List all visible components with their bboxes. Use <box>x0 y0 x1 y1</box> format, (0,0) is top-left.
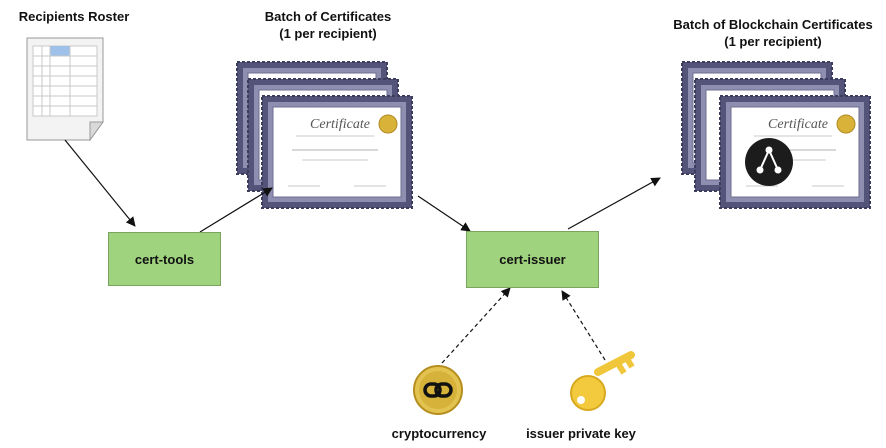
batch-certificates-title: Batch of Certificates <box>264 9 392 24</box>
arrow-tools-to-batch <box>199 187 273 233</box>
chain-link-coin-icon <box>413 365 463 415</box>
arrow-roster-to-tools <box>64 139 136 227</box>
recipients-roster-label: Recipients Roster <box>18 9 130 24</box>
arrow-key-to-issuer <box>561 290 606 361</box>
arrow-batch-to-issuer <box>417 195 471 232</box>
seal-icon <box>378 114 398 134</box>
blockchain-certificate-title: Certificate <box>768 117 828 132</box>
blockchain-certificates-title: Batch of Blockchain Certificates <box>673 17 873 32</box>
cert-issuer-box: cert-issuer <box>466 231 599 288</box>
blockchain-certificate-stack: Certificate <box>681 61 871 209</box>
issuer-private-key-label: issuer private key <box>526 426 636 441</box>
blockchain-certificates-subtitle: (1 per recipient) <box>724 34 822 49</box>
batch-certificates-label: Batch of Certificates (1 per recipient) <box>243 8 413 42</box>
arrow-issuer-to-blockchain <box>567 177 661 230</box>
cert-tools-box: cert-tools <box>108 232 221 286</box>
blockchain-badge-icon <box>745 138 793 186</box>
certificate-title: Certificate <box>310 117 370 132</box>
seal-icon <box>836 114 856 134</box>
blockchain-certificates-label: Batch of Blockchain Certificates (1 per … <box>660 16 886 50</box>
spreadsheet-icon <box>26 37 104 142</box>
golden-key-icon <box>570 351 635 411</box>
batch-certificates-subtitle: (1 per recipient) <box>279 26 377 41</box>
certificate-stack: Certificate <box>236 61 413 209</box>
cryptocurrency-label: cryptocurrency <box>391 426 487 441</box>
arrow-crypto-to-issuer <box>441 287 511 364</box>
